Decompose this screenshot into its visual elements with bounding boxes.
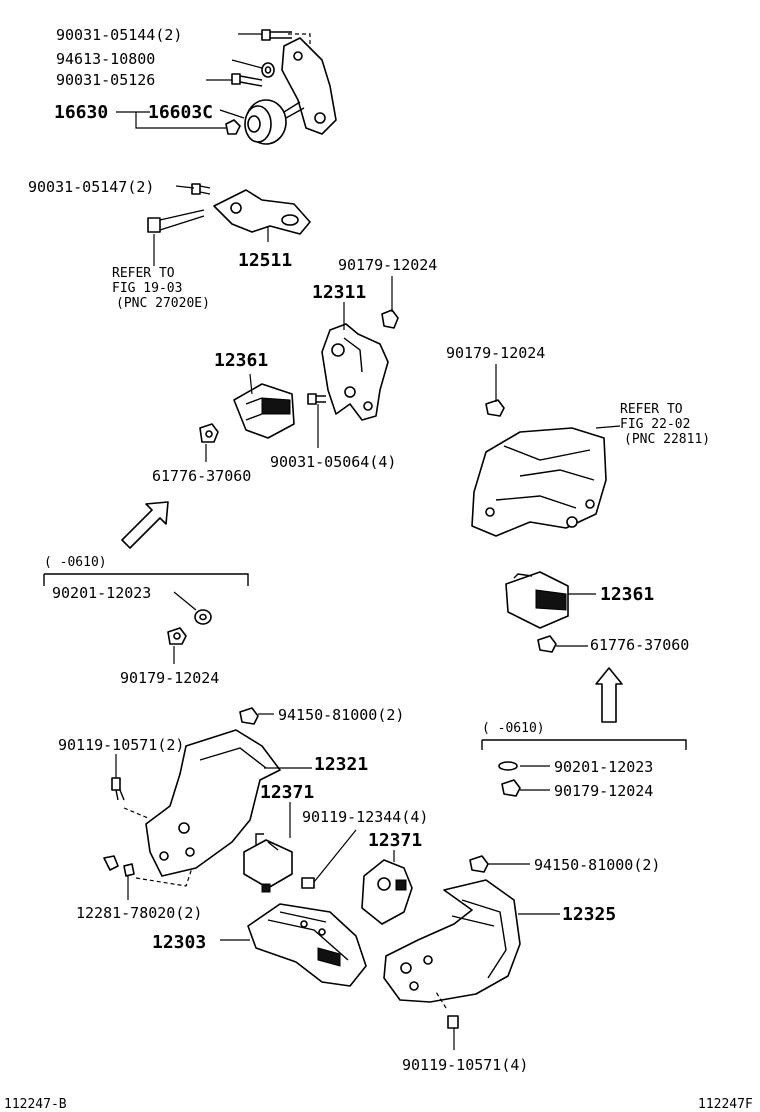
refer-note-a-line1: REFER TO — [112, 266, 175, 281]
part-labels: 90031-05144(2) 94613-10800 90031-05126 1… — [28, 26, 689, 1074]
bracket-12511-drawing — [147, 183, 311, 235]
label-94150-81000-b: 94150-81000(2) — [534, 856, 660, 874]
label-90031-05126: 90031-05126 — [56, 71, 155, 89]
label-12371-b: 12371 — [368, 830, 422, 851]
label-12321: 12321 — [314, 754, 368, 775]
range-note-a: ( -0610) — [44, 555, 107, 570]
engine-bracket-right-drawing — [471, 399, 607, 537]
label-61776-37060-b: 61776-37060 — [590, 636, 689, 654]
label-12311: 12311 — [312, 282, 366, 303]
label-16603C: 16603C — [148, 102, 213, 123]
label-12361-a: 12361 — [214, 350, 268, 371]
label-90031-05144: 90031-05144(2) — [56, 26, 182, 44]
label-90179-12024-d: 90179-12024 — [554, 782, 653, 800]
washer-nut-left-drawing — [167, 609, 212, 645]
label-90179-12024-b: 90179-12024 — [446, 344, 545, 362]
idler-pulley-bracket-drawing — [225, 29, 337, 145]
bracket-12325-drawing — [383, 855, 521, 1029]
refer-note-a-line3: (PNC 27020E) — [116, 296, 210, 311]
mount-12361-right-drawing — [505, 571, 569, 653]
range-brackets — [43, 573, 687, 750]
label-16630: 16630 — [54, 102, 108, 123]
insulator-12371-right-drawing — [361, 859, 413, 925]
label-12361-b: 12361 — [600, 584, 654, 605]
refer-note-b-line3: (PNC 22811) — [624, 432, 710, 447]
label-94150-81000-a: 94150-81000(2) — [278, 706, 404, 724]
bracket-12311-drawing — [307, 309, 399, 421]
refer-note-a-line2: FIG 19-03 — [112, 281, 182, 296]
footer-right-code: 112247F — [698, 1097, 753, 1112]
refer-note-b-line1: REFER TO — [620, 402, 683, 417]
range-note-b: ( -0610) — [482, 721, 545, 736]
label-90031-05147: 90031-05147(2) — [28, 178, 154, 196]
label-90119-12344: 90119-12344(4) — [302, 808, 428, 826]
label-90179-12024-a: 90179-12024 — [338, 256, 437, 274]
label-90201-12023-a: 90201-12023 — [52, 584, 151, 602]
label-94613-10800: 94613-10800 — [56, 50, 155, 68]
crossmember-12303-drawing — [247, 903, 367, 987]
label-90201-12023-b: 90201-12023 — [554, 758, 653, 776]
footer-codes: 112247-B 112247F — [4, 1097, 753, 1112]
reference-notes: REFER TO FIG 19-03 (PNC 27020E) REFER TO… — [44, 266, 710, 736]
label-90031-05064: 90031-05064(4) — [270, 453, 396, 471]
label-90119-10571-a: 90119-10571(2) — [58, 736, 184, 754]
label-12281-78020: 12281-78020(2) — [76, 904, 202, 922]
label-12511: 12511 — [238, 250, 292, 271]
label-12325: 12325 — [562, 904, 616, 925]
washer-nut-right-drawing — [498, 761, 521, 797]
mount-12361-left-drawing — [199, 383, 295, 443]
label-90119-10571-b: 90119-10571(4) — [402, 1056, 528, 1074]
footer-left-code: 112247-B — [4, 1097, 67, 1112]
insulator-12371-left-drawing — [243, 833, 315, 893]
leader-lines — [115, 33, 621, 1050]
label-12303: 12303 — [152, 932, 206, 953]
direction-arrows — [121, 501, 623, 723]
bracket-12321-drawing — [103, 707, 281, 887]
label-12371-a: 12371 — [260, 782, 314, 803]
refer-note-b-line2: FIG 22-02 — [620, 417, 690, 432]
label-61776-37060-a: 61776-37060 — [152, 467, 251, 485]
label-90179-12024-c: 90179-12024 — [120, 669, 219, 687]
